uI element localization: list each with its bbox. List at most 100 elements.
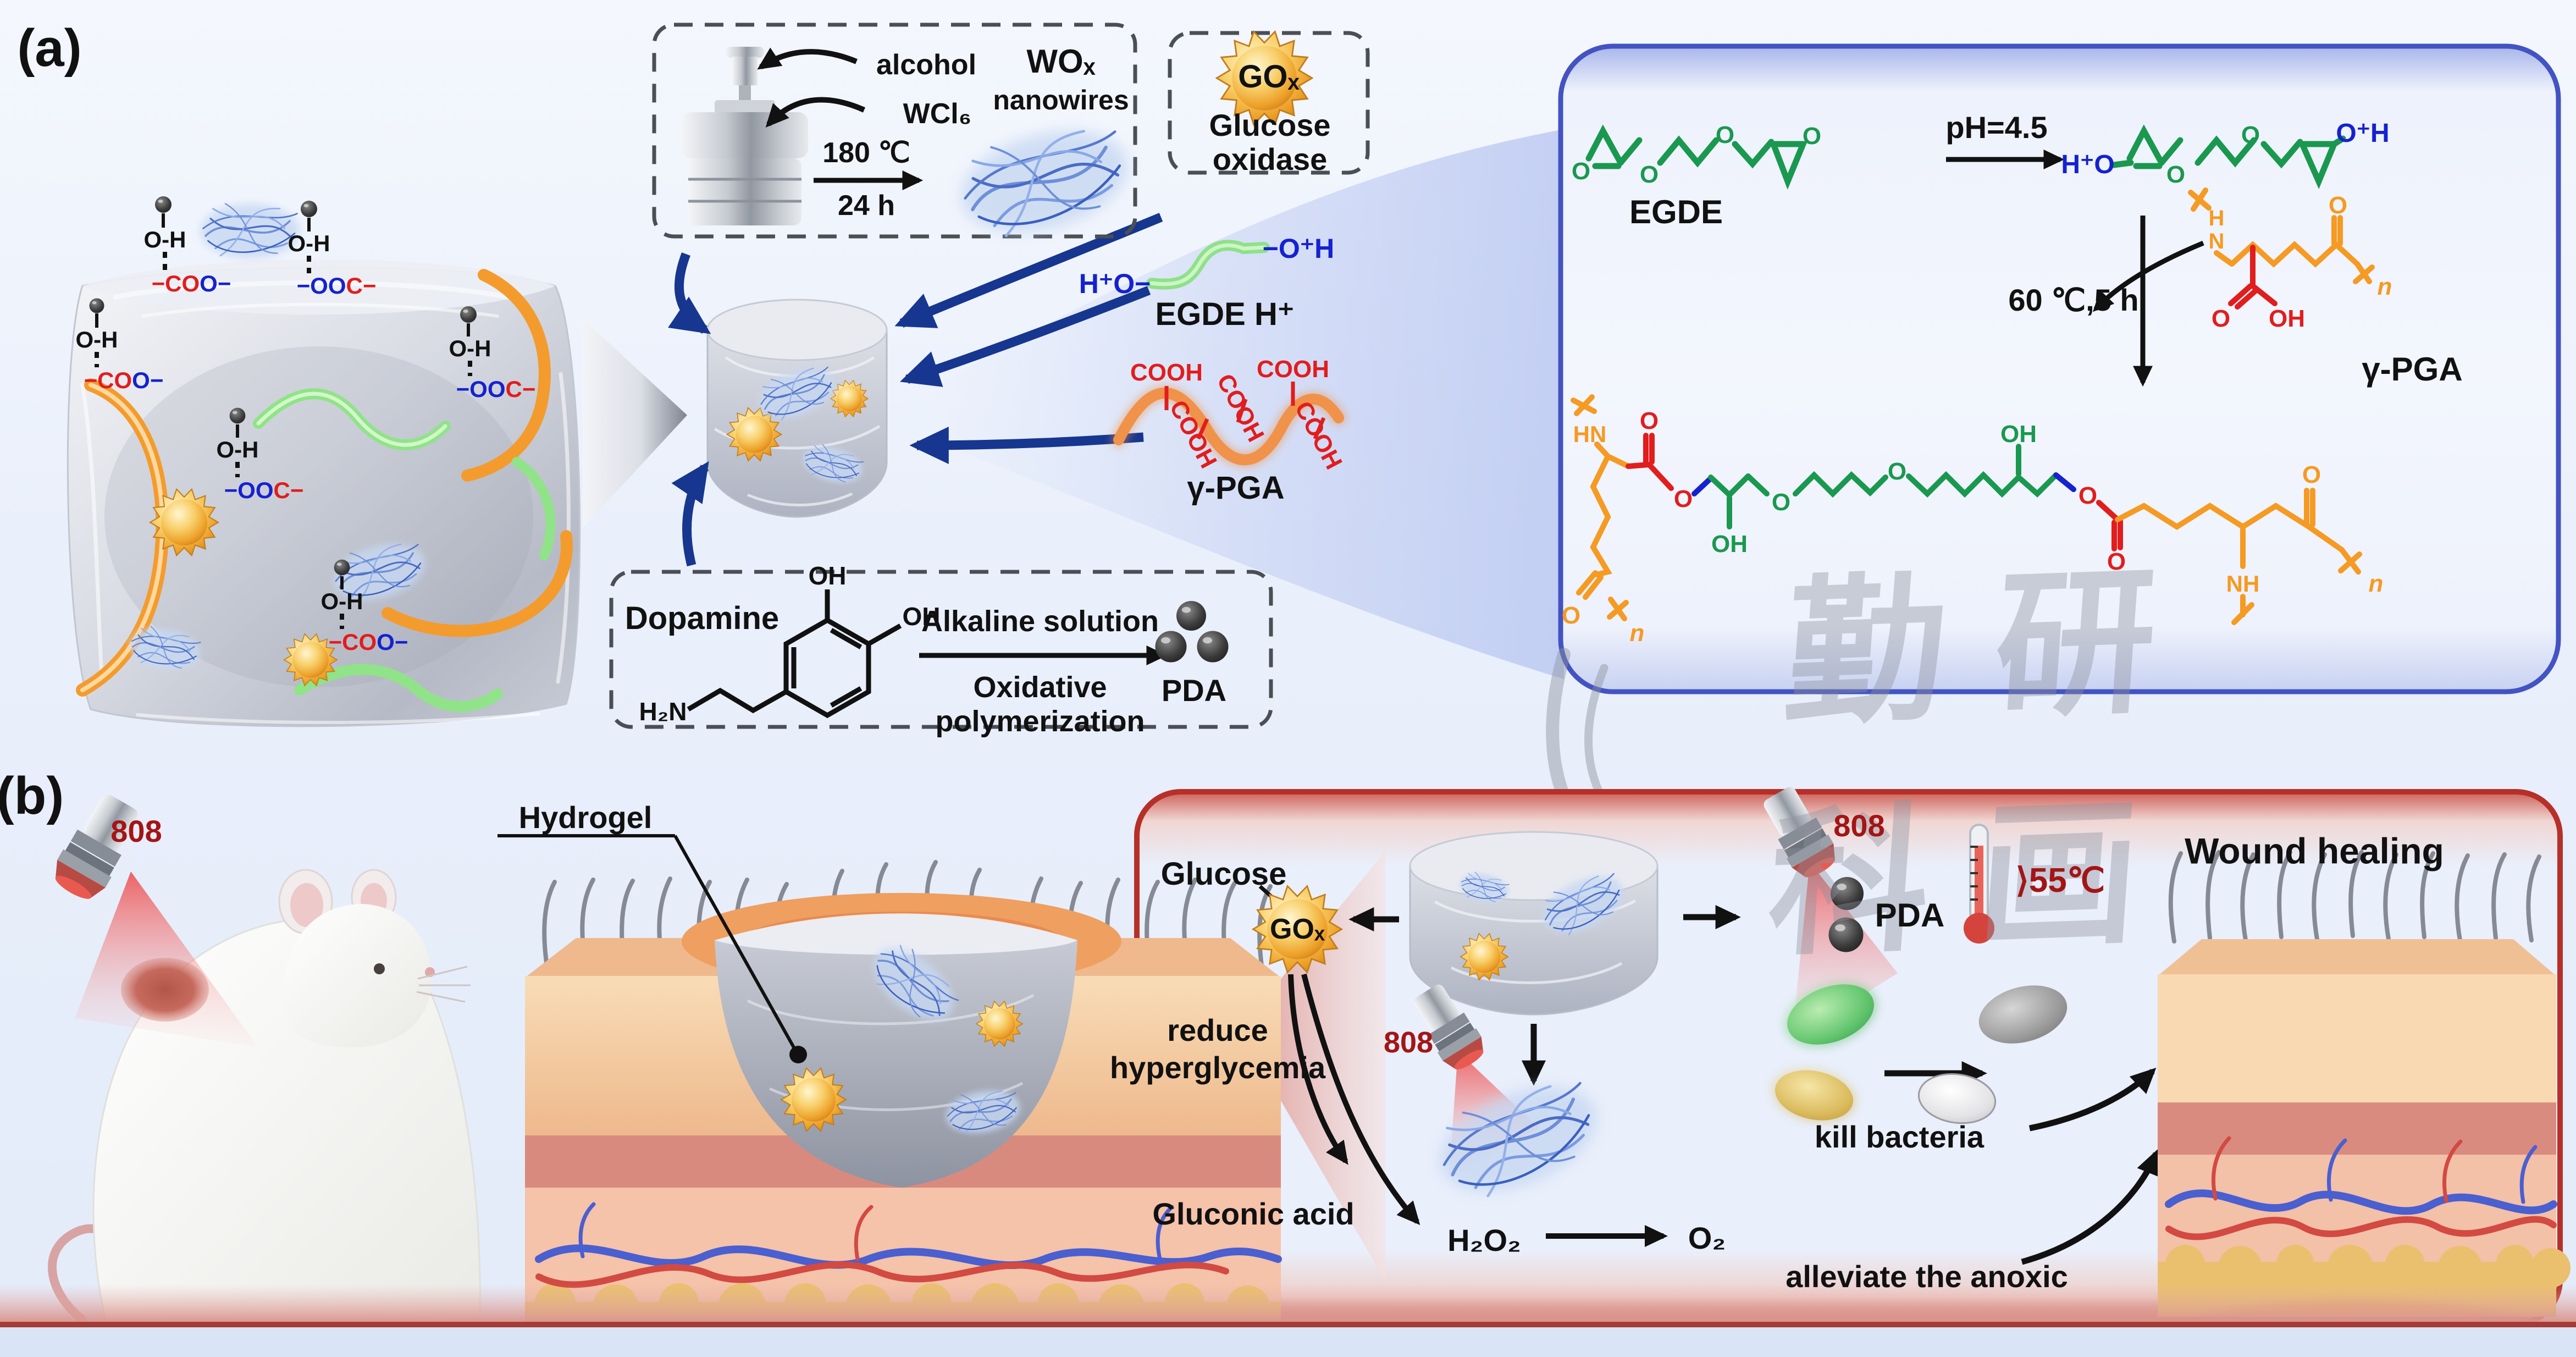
- glucose-label: Glucose: [1160, 856, 1287, 892]
- egde-o-1: O: [1571, 158, 1591, 185]
- time-label: 24 h: [837, 189, 895, 222]
- coo-red: −CO: [151, 271, 200, 297]
- nanowires-label: nanowires: [993, 85, 1129, 115]
- alcohol-label: alcohol: [876, 48, 977, 81]
- oxidative-label: Oxidative: [973, 670, 1107, 704]
- product-structure: [1571, 394, 2362, 625]
- prot-o-1: O: [2166, 161, 2186, 189]
- product-o-mid-2: O: [1887, 458, 1907, 486]
- dopamine-box: [609, 570, 1273, 729]
- coo-bond-3: −COO−: [329, 630, 408, 654]
- autoclave-icon: [682, 47, 808, 225]
- product-n-left: n: [1629, 620, 1645, 647]
- coo-bond-1: −COO−: [152, 272, 231, 296]
- product-o-mid-1: O: [1771, 489, 1791, 516]
- egde-structure: [1585, 124, 1808, 190]
- gox-abbr: GOₓ: [1238, 58, 1300, 95]
- oh-bond-6: O-H: [320, 588, 363, 615]
- prot-o-2: O: [2241, 122, 2260, 149]
- dopamine-h2n: H₂N: [639, 697, 687, 726]
- egde-right-end: −O⁺H: [1262, 233, 1335, 264]
- protonated-right: O⁺H: [2336, 119, 2390, 148]
- temperature-label: ⟩55℃: [2015, 861, 2105, 900]
- zoom-wedges: [583, 129, 1564, 679]
- gox-box: [1168, 31, 1370, 175]
- gpga-label: γ-PGA: [1187, 470, 1285, 506]
- monomer-h: H: [2208, 206, 2225, 231]
- o2-label: O₂: [1688, 1220, 1726, 1255]
- mouse-scene: [46, 788, 481, 1357]
- h2o2-label: H₂O₂: [1447, 1222, 1521, 1257]
- monomer-n: N: [2208, 229, 2225, 254]
- scheme-gpga-label: γ-PGA: [2362, 350, 2463, 388]
- ooc-bond-1: −OOC−: [297, 274, 377, 298]
- coo-bond-2: −COO−: [84, 368, 164, 393]
- product-o-carbonyl-left: O: [1639, 407, 1659, 435]
- ooc-bond-3: −OOC−: [456, 377, 536, 401]
- reduce-label-2: hyperglycemia: [1109, 1050, 1326, 1085]
- bacteria-dead: [1917, 985, 2068, 1124]
- product-o-left-end: O: [1561, 602, 1581, 630]
- gpga-chain: [1112, 382, 1346, 467]
- monomer-cooh-o: O: [2211, 305, 2231, 333]
- egde-o-2: O: [1639, 161, 1659, 189]
- kill-bacteria-label: kill bacteria: [1814, 1119, 1984, 1154]
- egde-o-3: O: [1715, 122, 1735, 149]
- dopamine-oh-1: OH: [808, 561, 847, 591]
- thermometer-icon: [1964, 824, 1994, 944]
- panel-a-label: (a): [17, 19, 82, 78]
- wound-healing-title: Wound healing: [2185, 830, 2444, 871]
- product-oh-right: OH: [2000, 421, 2037, 448]
- product-n-right: n: [2368, 570, 2384, 598]
- alleviate-label: alleviate the anoxic: [1785, 1259, 2068, 1294]
- cooh-1: COOH: [1130, 359, 1203, 387]
- egde-struct-label: EGDE: [1629, 193, 1723, 230]
- hydrogel-cylinder: [706, 299, 888, 518]
- mechanism-content: [1252, 781, 2160, 1265]
- laser-808-mouse: 808: [110, 813, 162, 848]
- ph-label: pH=4.5: [1945, 109, 2048, 145]
- oh-bond-3: O-H: [75, 327, 118, 353]
- egde-protonated-structure: [2110, 124, 2346, 190]
- ooc-bond-2: −OOC−: [224, 478, 304, 503]
- egde-chain-label: EGDE H⁺: [1155, 296, 1295, 332]
- gox-name-1: Glucose: [1209, 107, 1331, 142]
- ooc-red: C−: [505, 376, 536, 402]
- cooh-4: COOH: [1257, 356, 1329, 383]
- bottom-bands: [0, 1284, 2576, 1357]
- gox-name-2: oxidase: [1212, 141, 1328, 176]
- product-o-ester-right: O: [2078, 482, 2098, 510]
- laser-808-wox: 808: [1383, 1025, 1434, 1059]
- watermark-text: 勤研科画: [1763, 551, 2212, 975]
- egde-o-4: O: [1802, 123, 1822, 150]
- coo-blue: O−: [377, 629, 408, 655]
- ooc-blue: −OO: [456, 376, 506, 402]
- coo-red: −CO: [328, 629, 377, 655]
- oh-bond-1: O-H: [143, 227, 186, 253]
- dopamine-label: Dopamine: [624, 600, 780, 636]
- protonated-left: H⁺O: [2061, 150, 2115, 180]
- wcl6-label: WCl₆: [903, 97, 972, 130]
- hydrogel-cube: [67, 196, 581, 727]
- ooc-blue: −OO: [224, 477, 274, 504]
- hydrogel-label: Hydrogel: [518, 799, 653, 835]
- gpga-monomer: [2188, 187, 2375, 284]
- egde-left-end: H⁺O−: [1079, 268, 1151, 299]
- dopamine-structure: [687, 589, 902, 719]
- alkaline-label: Alkaline solution: [921, 604, 1159, 638]
- pink-wedge: [1240, 851, 1385, 1281]
- product-hn: HN: [1573, 421, 1607, 448]
- oh-bond-5: O-H: [449, 335, 491, 362]
- coo-blue: O−: [200, 271, 231, 297]
- hairs-healed: [2168, 850, 2541, 944]
- gluconic-acid-label: Gluconic acid: [1152, 1196, 1355, 1231]
- egde-chain: [1146, 240, 1270, 290]
- product-nh: NH: [2226, 571, 2260, 597]
- gox-sphere-label: GOₓ: [1270, 913, 1325, 945]
- pda-mechanism-label: PDA: [1875, 896, 1945, 934]
- product-o-carbonyl-right: O: [2107, 548, 2126, 576]
- laser-808-pda: 808: [1833, 808, 1885, 843]
- oh-bond-2: O-H: [288, 230, 330, 257]
